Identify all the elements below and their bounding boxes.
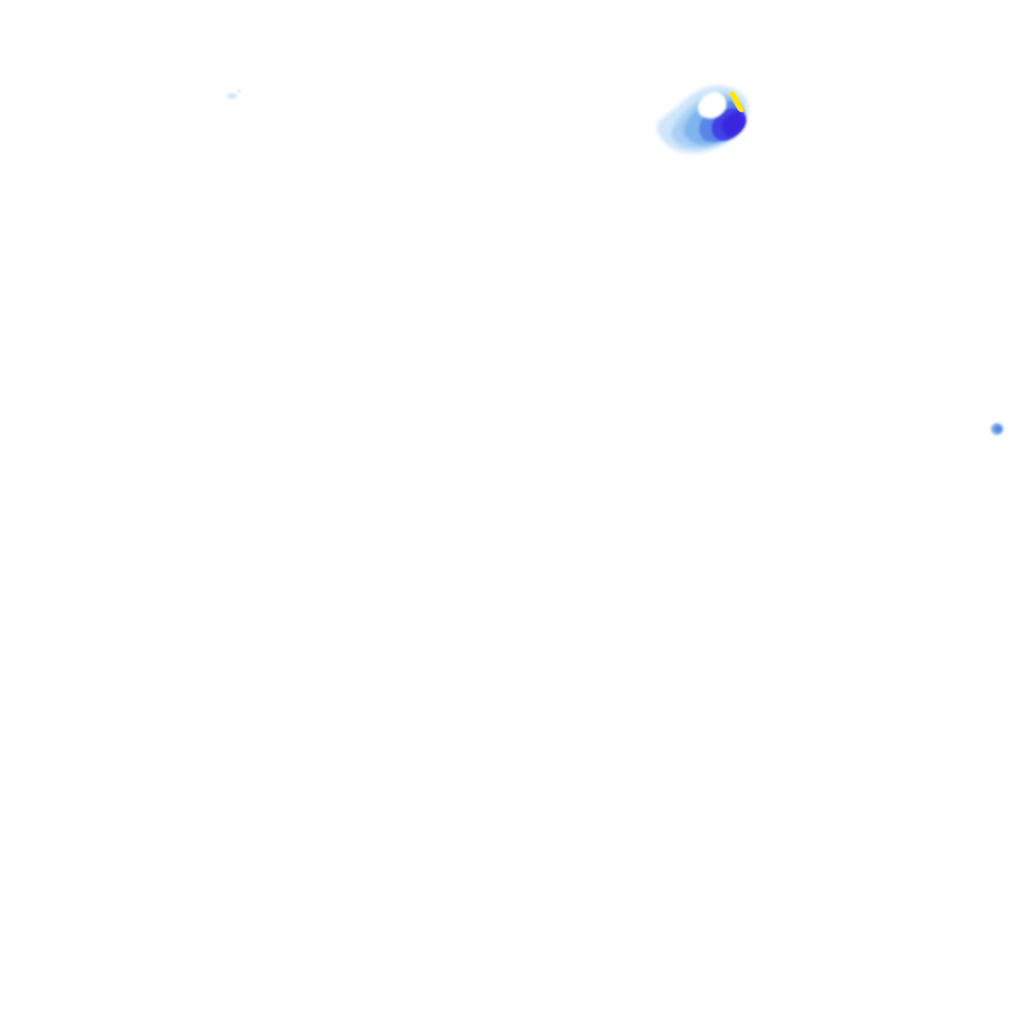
- precip-echo-small-northwest: [227, 89, 241, 99]
- precip-cell-main: [656, 85, 749, 154]
- precip-echo-small-east: [991, 423, 1003, 435]
